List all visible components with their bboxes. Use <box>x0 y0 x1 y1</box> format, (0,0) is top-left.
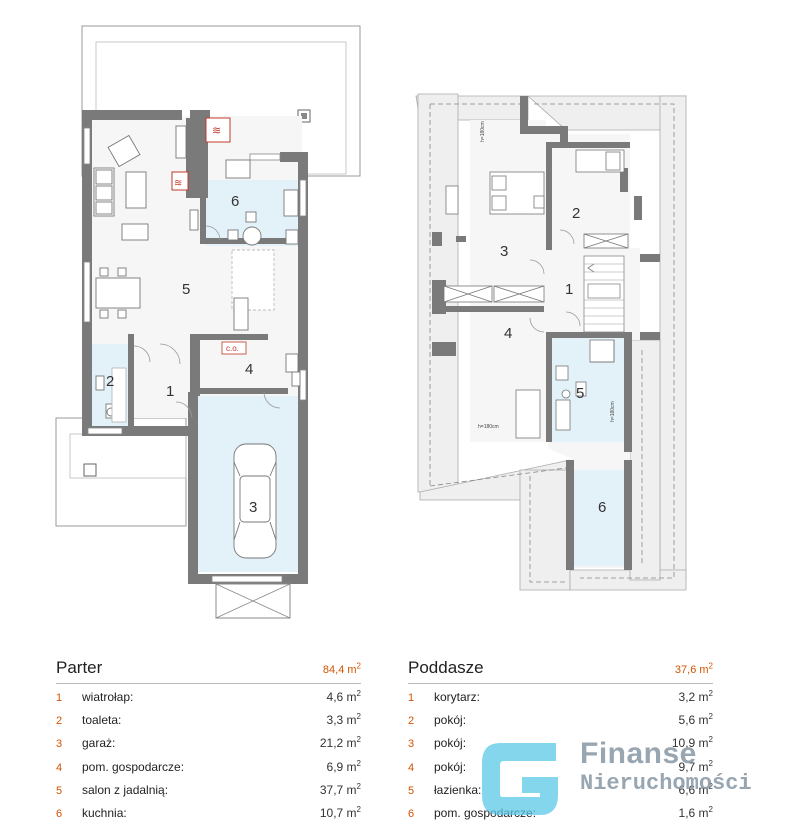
poddasze-header: Poddasze 37,6 m2 <box>408 658 713 684</box>
watermark-line1: Finanse <box>580 737 697 770</box>
parter-title: Parter <box>56 658 103 677</box>
room-area: 10,9 m2 <box>671 735 713 751</box>
row-number: 2 <box>56 715 63 728</box>
row-number: 6 <box>56 807 63 820</box>
svg-text:≋: ≋ <box>212 124 221 137</box>
row-number: 4 <box>56 761 63 774</box>
boiler-label: c.o. <box>226 344 239 353</box>
watermark-line2: Nieruchomości <box>580 771 752 796</box>
attic-floor-plan: h=180cm h=180cm h=180cm 1 2 3 4 5 6 <box>415 93 687 591</box>
ground-room-label: 3 <box>249 499 257 516</box>
area-row: 6 kuchnia: 10,7 m2 <box>56 804 361 829</box>
room-name: łazienka: <box>434 782 482 797</box>
height-label: h=180cm <box>478 424 499 430</box>
row-number: 6 <box>408 807 415 820</box>
row-number: 4 <box>408 761 415 774</box>
room-name: pom. gospodarcze: <box>82 759 185 774</box>
height-label: h=180cm <box>610 401 616 422</box>
row-number: 1 <box>408 692 415 704</box>
room-area: 21,2 m2 <box>319 735 361 751</box>
area-row: 4 pokój: 9,7 m2 <box>408 758 713 783</box>
height-label: h=180cm <box>480 121 486 142</box>
poddasze-table: Poddasze 37,6 m2 1 korytarz: 3,2 m2 2 pokój:… <box>408 658 713 829</box>
area-row: 3 pokój: 10,9 m2 <box>408 736 713 759</box>
room-name: pokój: <box>434 759 467 774</box>
parter-total: 84,4 m2 <box>322 661 361 676</box>
row-number: 5 <box>408 784 415 797</box>
room-area: 6,6 m2 <box>678 781 713 797</box>
attic-room-label: 4 <box>504 325 512 342</box>
room-area: 5,6 m2 <box>678 712 713 728</box>
room-area: 10,7 m2 <box>319 804 361 820</box>
room-name: kuchnia: <box>82 805 127 820</box>
attic-room-label: 6 <box>598 499 606 516</box>
ground-floor-plan: ≋ ≋ <box>55 25 361 619</box>
svg-text:≋: ≋ <box>174 178 182 189</box>
room-name: pokój: <box>434 736 467 751</box>
area-row: 2 toaleta: 3,3 m2 <box>56 713 361 736</box>
attic-room-label: 2 <box>572 205 580 222</box>
attic-room-label: 3 <box>500 243 508 260</box>
row-number: 3 <box>408 738 415 751</box>
area-row: 1 korytarz: 3,2 m2 <box>408 690 713 713</box>
room-area: 6,9 m2 <box>326 758 361 774</box>
room-area: 4,6 m2 <box>326 689 361 705</box>
ground-room-label: 1 <box>166 383 174 400</box>
area-row: 4 pom. gospodarcze: 6,9 m2 <box>56 758 361 783</box>
area-row: 2 pokój: 5,6 m2 <box>408 713 713 736</box>
room-area: 3,2 m2 <box>678 689 713 705</box>
area-row: 1 wiatrołap: 4,6 m2 <box>56 690 361 713</box>
watermark-logo: Finanse Nieruchomości <box>478 733 788 823</box>
row-number: 3 <box>56 738 63 751</box>
area-row: 5 łazienka: 6,6 m2 <box>408 781 713 806</box>
room-area: 1,6 m2 <box>678 804 713 820</box>
row-number: 2 <box>408 715 415 728</box>
parter-table: Parter 84,4 m2 1 wiatrołap: 4,6 m2 2 toaleta… <box>56 658 361 829</box>
ground-room-label: 6 <box>231 193 239 210</box>
room-name: wiatrołap: <box>82 690 134 704</box>
poddasze-total: 37,6 m2 <box>674 661 713 676</box>
area-row: 3 garaż: 21,2 m2 <box>56 736 361 759</box>
floor-plans: ≋ ≋ <box>55 25 687 619</box>
room-name: salon z jadalnią: <box>82 782 169 797</box>
attic-room-label: 5 <box>576 385 584 402</box>
poddasze-title: Poddasze <box>408 658 484 677</box>
ground-room-label: 4 <box>245 361 253 378</box>
attic-room-label: 1 <box>565 281 573 298</box>
parter-header: Parter 84,4 m2 <box>56 658 361 684</box>
room-area: 3,3 m2 <box>326 712 361 728</box>
room-name: pokój: <box>434 713 467 728</box>
room-name: toaleta: <box>82 713 122 728</box>
watermark-g-icon <box>482 743 558 815</box>
row-number: 5 <box>56 784 63 797</box>
ground-room-label: 2 <box>106 373 114 390</box>
room-name: korytarz: <box>434 690 481 704</box>
area-row: 5 salon z jadalnią: 37,7 m2 <box>56 781 361 806</box>
room-name: garaż: <box>82 736 116 751</box>
room-area: 37,7 m2 <box>319 781 361 797</box>
row-number: 1 <box>56 692 63 704</box>
room-area: 9,7 m2 <box>678 758 713 774</box>
ground-room-label: 5 <box>182 281 190 298</box>
